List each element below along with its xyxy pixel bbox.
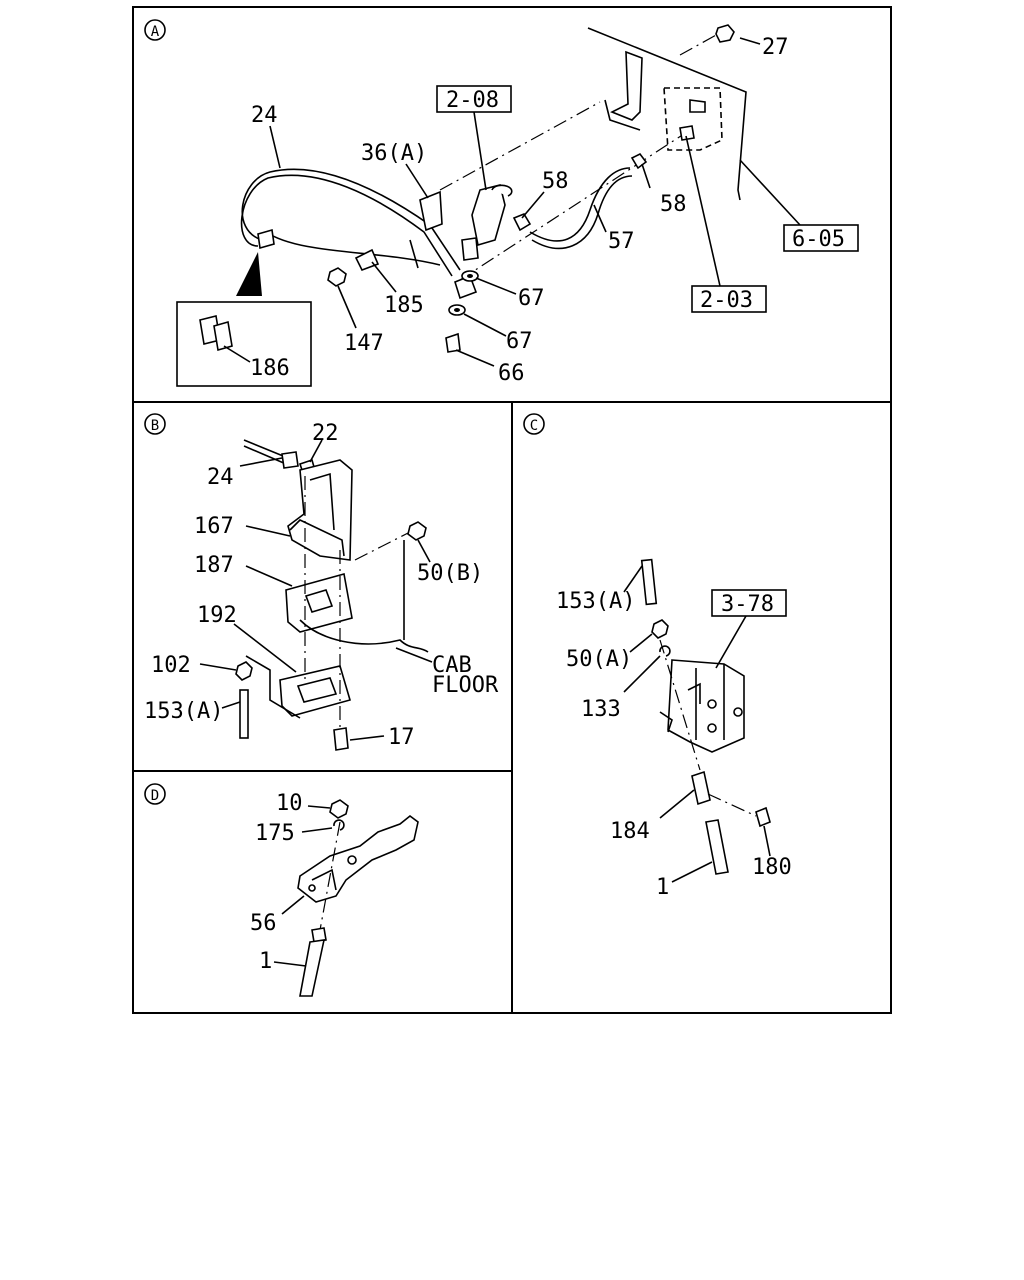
panel-c-id: C [523,413,545,435]
panel-a-drawing [176,24,859,387]
callout-17: 17 [388,725,415,750]
callout-57: 57 [608,229,635,254]
callout-22: 22 [312,421,339,446]
callout-147: 147 [344,331,384,356]
ref-2-08: 2-08 [446,88,499,113]
callout-167: 167 [194,514,234,539]
callout-186: 186 [250,356,290,381]
callout-102: 102 [151,653,191,678]
callout-27: 27 [762,35,789,60]
callout-24-b: 24 [207,465,234,490]
panel-b-labels: 22 24 167 50(B) 187 192 CAB FLOOR 102 15… [144,421,499,750]
callout-66: 66 [498,361,525,386]
panel-d-id-text: D [151,788,159,804]
callout-24-a: 24 [251,103,278,128]
callout-67-a: 67 [518,286,545,311]
callout-58-a: 58 [542,169,569,194]
panel-d-id: D [144,783,166,805]
ref-3-78-box [711,589,787,617]
callout-50b: 50(B) [417,561,483,586]
callout-153a-b: 153(A) [144,699,223,724]
panel-d-labels: 10 175 56 1 [250,791,303,974]
panel-b-id: B [144,413,166,435]
callout-1-c: 1 [656,875,669,900]
panel-a-id: A [144,19,166,41]
callout-10: 10 [276,791,303,816]
panel-c-drawing [623,558,771,883]
callout-187: 187 [194,553,234,578]
callout-192: 192 [197,603,237,628]
callout-180: 180 [752,855,792,880]
ref-3-78: 3-78 [721,592,774,617]
panel-c-id-text: C [530,418,538,434]
label-cab: CAB [432,653,472,678]
callout-1-d: 1 [259,949,272,974]
ref-2-03: 2-03 [700,288,753,313]
callout-184: 184 [610,819,650,844]
ref-6-05: 6-05 [792,227,845,252]
callout-175: 175 [255,821,295,846]
panel-a-labels: 27 24 2-08 36(A) 58 58 57 6-05 2-03 67 1… [250,35,845,386]
panel-b-drawing [199,439,433,751]
callout-153a-c: 153(A) [556,589,635,614]
callout-58-b: 58 [660,192,687,217]
panel-frame [132,6,892,1014]
panel-d-drawing [273,799,419,997]
callout-133: 133 [581,697,621,722]
panel-b-id-text: B [151,418,159,434]
callout-67-b: 67 [506,329,533,354]
label-floor: FLOOR [432,673,499,698]
panel-a-id-text: A [151,24,160,40]
callout-36a: 36(A) [361,141,427,166]
panel-c-labels: 153(A) 3-78 50(A) 133 184 180 1 [556,589,792,900]
callout-185: 185 [384,293,424,318]
callout-50a: 50(A) [566,647,632,672]
callout-56: 56 [250,911,277,936]
